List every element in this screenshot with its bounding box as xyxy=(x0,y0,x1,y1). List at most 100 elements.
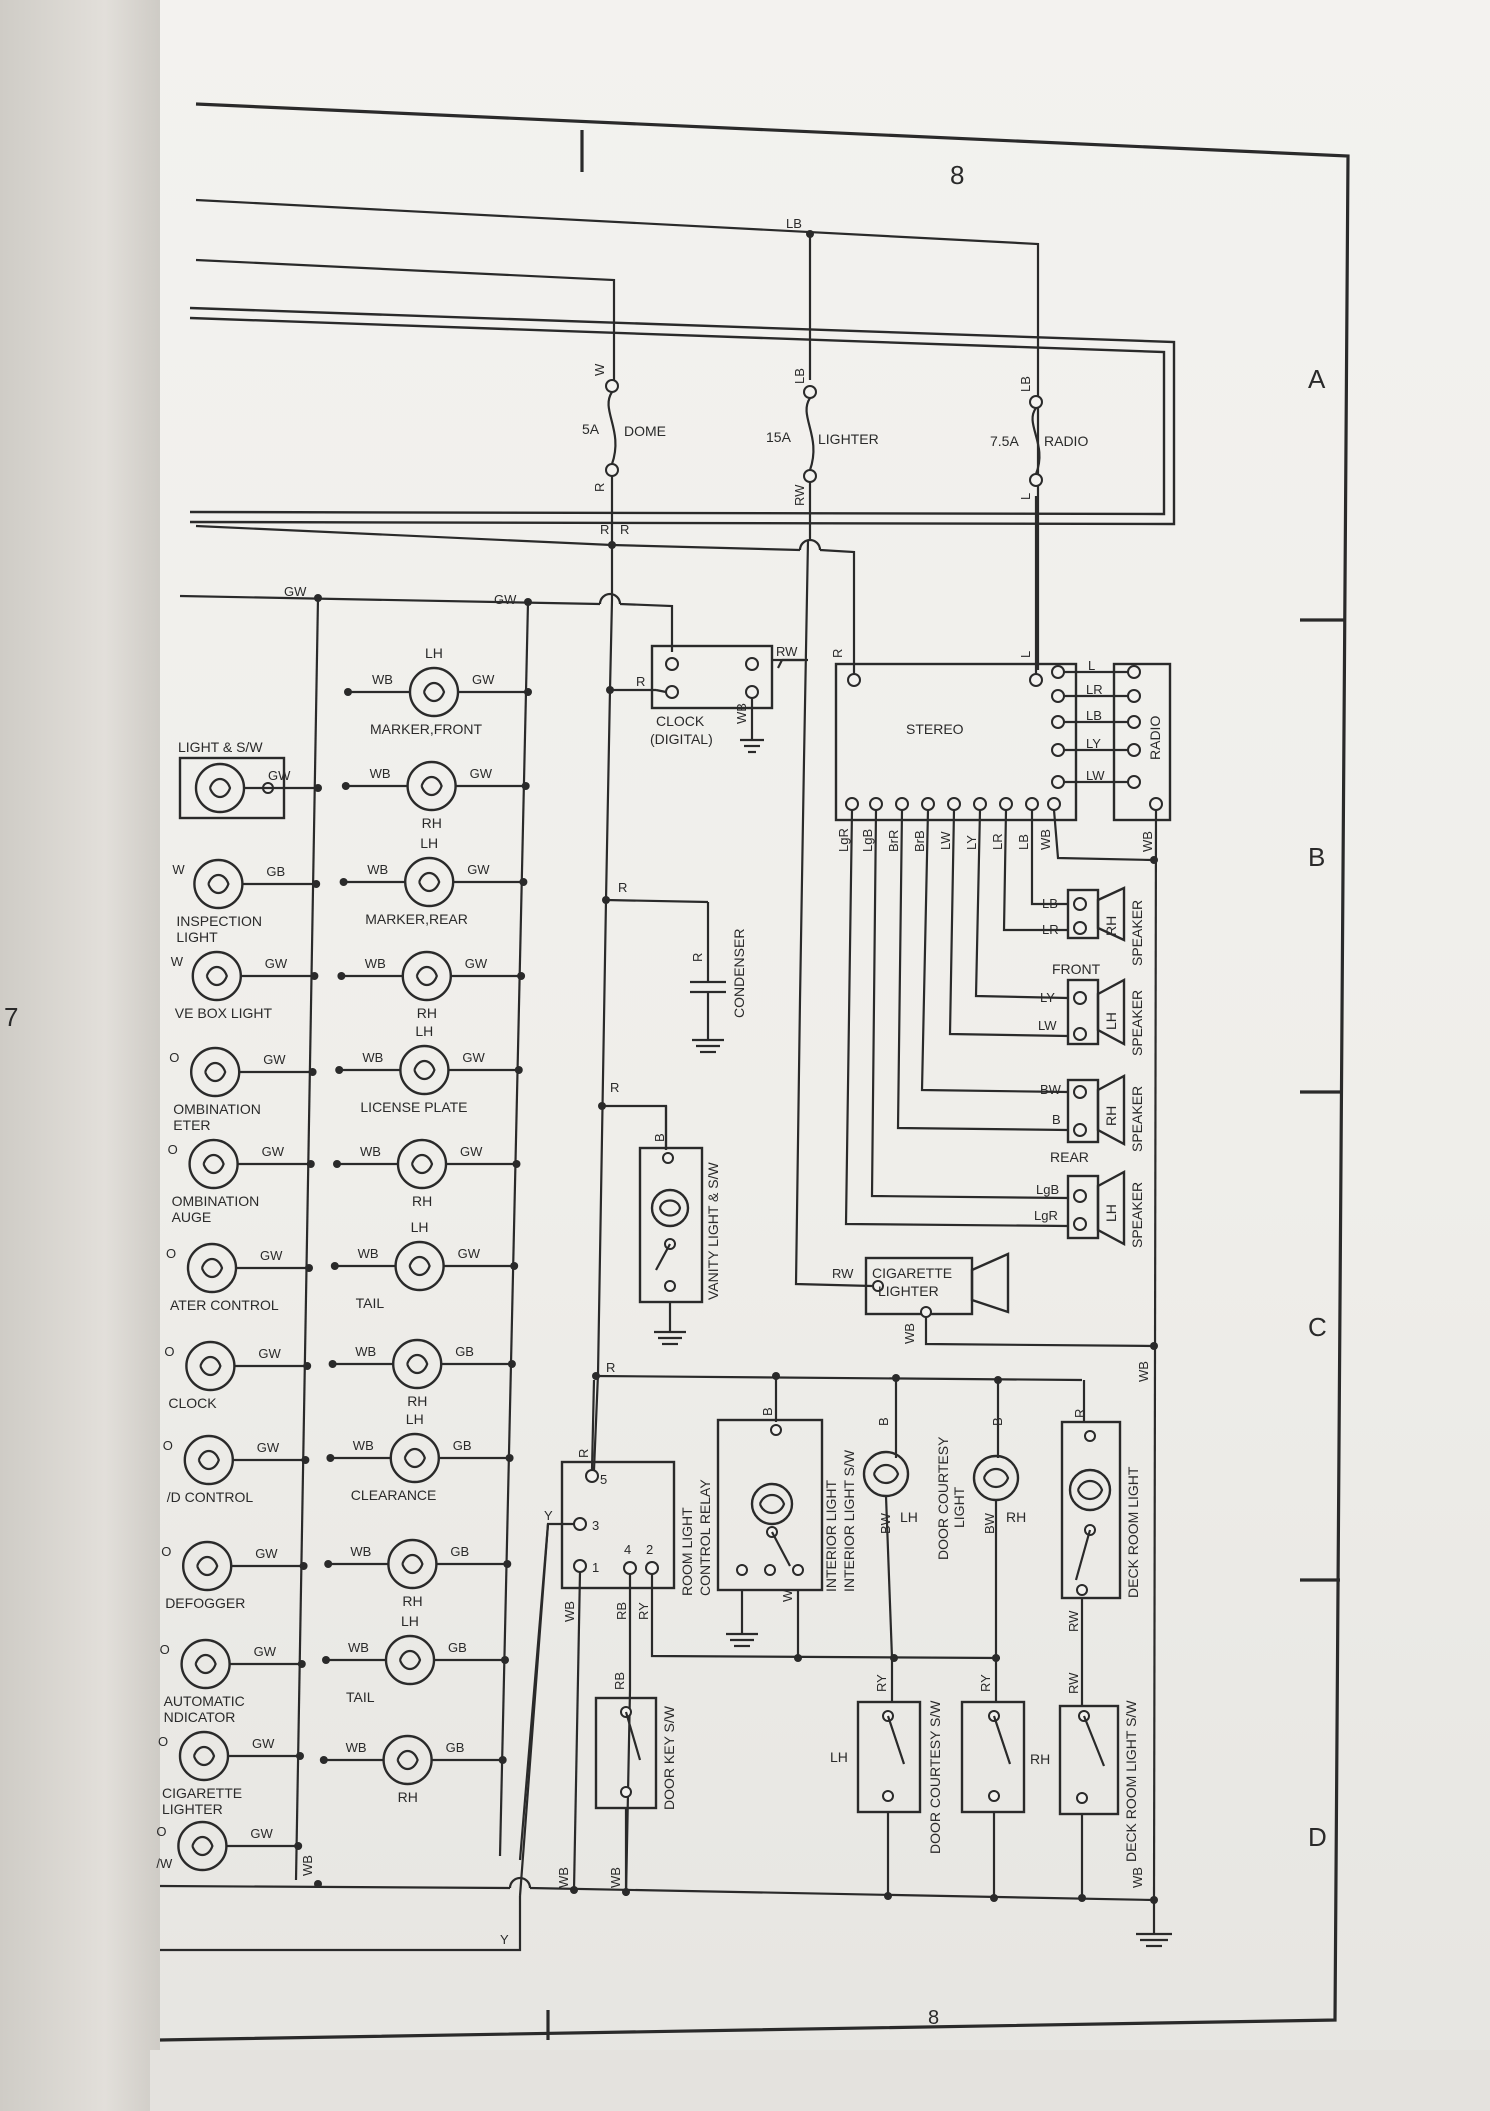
clock-digital xyxy=(650,644,804,754)
wire-y-bottom: Y xyxy=(500,1932,509,1947)
radio-out-wb: WB xyxy=(1140,831,1155,852)
lamp-bulb xyxy=(186,1242,238,1294)
lamp-left-wire: W xyxy=(172,862,185,877)
bus-joint xyxy=(324,1560,333,1568)
fuse-radio-bottom-wire: L xyxy=(1018,493,1033,500)
interior-label-1: INTERIOR LIGHT xyxy=(823,1480,839,1592)
stereo-out-3: BrB xyxy=(912,830,927,852)
sheet-bottom-margin xyxy=(150,2050,1490,2111)
radio-wire-1: LR xyxy=(1086,682,1103,697)
lamp-filament xyxy=(420,775,443,797)
lamp-bottom-label: RH xyxy=(422,815,442,831)
vanity-wire: B xyxy=(652,1133,667,1142)
lamp-bulb xyxy=(191,950,243,1002)
lamp-filament xyxy=(207,873,230,895)
bus-joint xyxy=(512,1160,521,1168)
lamp-right-wire: GB xyxy=(455,1344,474,1359)
fuse-radio-name: RADIO xyxy=(1044,433,1088,449)
bus-joint xyxy=(514,1066,523,1074)
lamp-right-wire: GB xyxy=(448,1640,467,1655)
wire-r-vanity: R xyxy=(610,1080,619,1095)
lamp-bulb xyxy=(178,1730,230,1782)
lamp-left-wire: WB xyxy=(367,862,388,877)
lamp-label-2: LIGHTER xyxy=(162,1801,223,1817)
interior-label-2: INTERIOR LIGHT S/W xyxy=(841,1449,857,1592)
door-sw-wire-rh: RY xyxy=(978,1674,993,1692)
wire-wb-left: WB xyxy=(300,1855,315,1876)
lamp-right-wire: GW xyxy=(467,862,490,877)
relay-pin-2: 2 xyxy=(646,1542,653,1557)
cig-wire-rw: RW xyxy=(832,1266,854,1281)
lamp-label-2: NDICATOR xyxy=(164,1709,236,1725)
lamp-left-wire: WB xyxy=(360,1144,381,1159)
interior-light xyxy=(716,1418,824,1658)
door-sw-label: DOOR COURTESY S/W xyxy=(927,1700,943,1854)
lamp-right-wire: GW xyxy=(255,1546,278,1561)
lamp-filament xyxy=(398,1649,422,1671)
lamp-left-wire: O xyxy=(168,1142,178,1157)
lamp-left-wire: WB xyxy=(358,1246,379,1261)
clock-label-1: CLOCK xyxy=(656,713,705,729)
condenser-wire: R xyxy=(690,953,705,962)
facing-page-edge xyxy=(0,0,175,2111)
door-courtesy-switch-rh xyxy=(960,1658,1026,1896)
lamp-right-wire: GW xyxy=(472,672,495,687)
top-buses xyxy=(195,198,1040,670)
lamp-label-2: AUGE xyxy=(172,1209,212,1225)
relay-pin-1: 1 xyxy=(592,1560,599,1575)
radio-wire-4: LW xyxy=(1086,768,1105,783)
lamp-filament xyxy=(202,1153,225,1175)
door-sw-wire-lh: RY xyxy=(874,1674,889,1692)
fuse-box xyxy=(189,306,1176,526)
lamp-filament xyxy=(199,1355,222,1377)
lamp-left-wire: O xyxy=(161,1544,171,1559)
bus-joint xyxy=(308,1068,317,1076)
door-courtesy-light-lh xyxy=(862,1450,910,1659)
lamp-top-label: LH xyxy=(415,1023,433,1039)
bus-joint xyxy=(330,1262,339,1270)
lamp-bulb xyxy=(394,1240,445,1292)
spk-1-label: SPEAKER xyxy=(1129,990,1145,1056)
lamp-label: DEFOGGER xyxy=(165,1595,245,1611)
door-key-wb: WB xyxy=(608,1867,623,1888)
lamp-bulb xyxy=(382,1734,433,1786)
lamp-bottom-label: MARKER,REAR xyxy=(365,911,468,927)
lamp-right-wire: GW xyxy=(250,1826,273,1841)
lamp-bulb xyxy=(387,1538,438,1590)
lamp-bulb xyxy=(180,1638,231,1690)
door-light-lh: LH xyxy=(900,1509,918,1525)
lamp-label: ATER CONTROL xyxy=(170,1297,279,1313)
bus-joint xyxy=(344,688,352,696)
spk-0-w2: LR xyxy=(1042,922,1059,937)
lamp-left-wire: WB xyxy=(365,956,386,971)
bus-joint xyxy=(326,1454,335,1462)
stereo-wire-l: L xyxy=(1018,651,1033,658)
fuse-lighter-amp: 15A xyxy=(766,429,792,445)
speaker-front-rh xyxy=(1066,886,1126,942)
condenser-label: CONDENSER xyxy=(731,929,747,1018)
deck-room-light xyxy=(1060,1420,1122,1706)
lamp-filament xyxy=(422,681,446,703)
lamp-bulb xyxy=(193,858,244,910)
lamp-right-wire: GW xyxy=(265,956,288,971)
lamp-right-wire: GB xyxy=(453,1438,472,1453)
bus-joint xyxy=(310,972,319,980)
lamp-filament xyxy=(403,1447,426,1469)
spk-1-w2: LW xyxy=(1038,1018,1057,1033)
bus-joint xyxy=(322,1656,330,1664)
lamp-left-wire: O xyxy=(163,1438,173,1453)
lamp-bottom-label: RH xyxy=(407,1393,427,1409)
lamp-bulb xyxy=(177,1820,228,1872)
fuse-lighter-top-wire: LB xyxy=(792,368,807,384)
spk-0-w1: LB xyxy=(1042,896,1058,911)
